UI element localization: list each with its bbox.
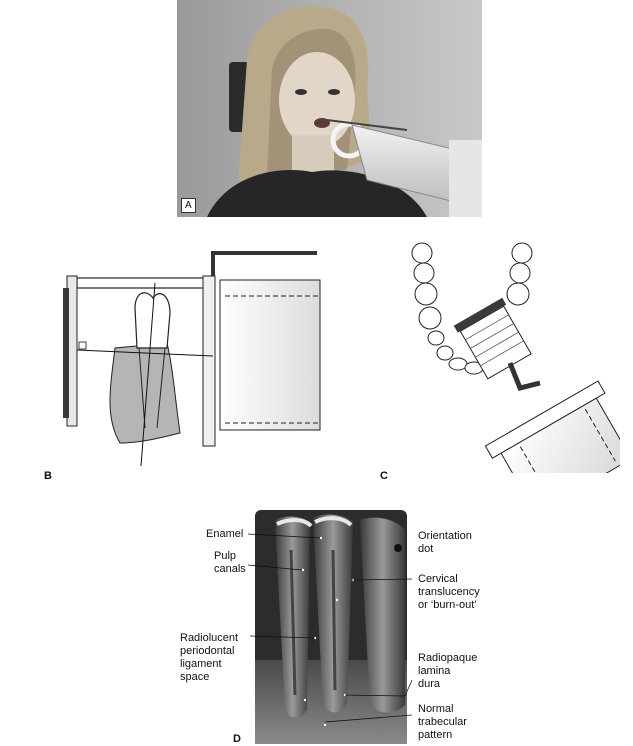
label-cervical-translucency: Cervical translucency or ‘burn-out’ xyxy=(418,573,480,611)
radiograph-panel xyxy=(255,510,407,744)
panel-c-label: C xyxy=(380,470,388,482)
photo-panel: A xyxy=(177,0,482,217)
orientation-dot xyxy=(394,544,402,552)
patient-photo xyxy=(177,0,482,217)
diagram-c xyxy=(400,238,620,473)
label-pulp-canals: Pulp canals xyxy=(214,550,246,575)
label-lamina-dura: Radiopaque lamina dura xyxy=(418,652,478,690)
panel-d-label: D xyxy=(233,733,241,745)
radiograph-image xyxy=(255,510,407,744)
label-enamel: Enamel xyxy=(206,528,244,540)
label-orientation-dot: Orientation dot xyxy=(418,530,472,555)
label-trabecular-pattern: Normal trabecular pattern xyxy=(418,703,467,741)
occlusal-view xyxy=(411,242,620,473)
panel-b-label: B xyxy=(44,470,52,482)
holder-cross-section xyxy=(63,251,321,467)
panel-a-label: A xyxy=(181,198,196,213)
diagram-b xyxy=(55,238,325,468)
label-periodontal-space: Radiolucent periodontal ligament space xyxy=(180,632,239,683)
